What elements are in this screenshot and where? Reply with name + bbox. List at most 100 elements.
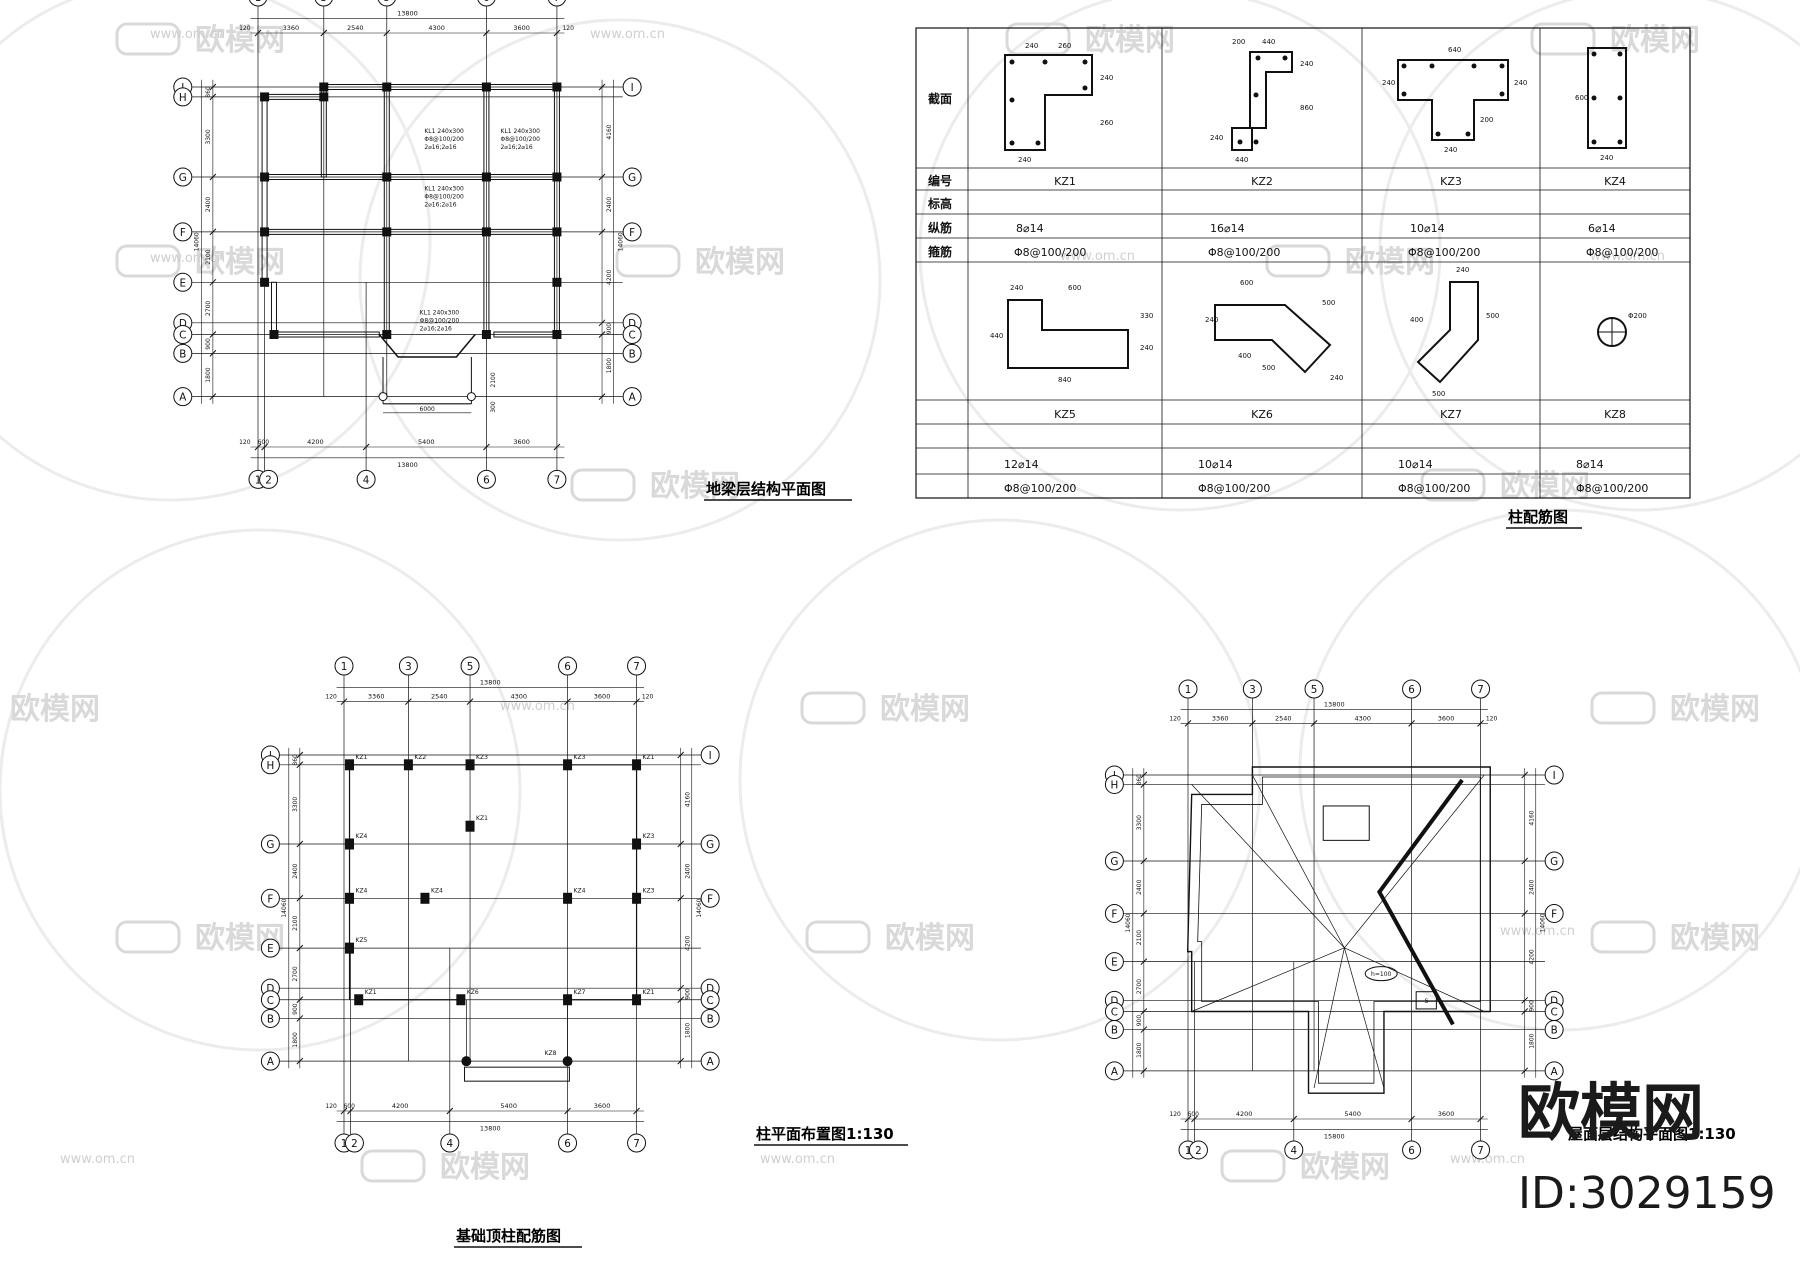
axis-label: 5 xyxy=(383,0,390,4)
dim-tick xyxy=(598,83,606,91)
axis-bubble-bottom xyxy=(558,1133,578,1153)
watermark-text: 欧模网 xyxy=(885,921,975,956)
roof-plan-title: 屋面层结构平面图1:130 xyxy=(1568,1125,1736,1143)
watermark-ring xyxy=(0,528,522,1052)
dim-tick xyxy=(553,443,561,451)
dim-text: 200 xyxy=(1232,38,1245,46)
watermark-text: 欧模网 xyxy=(195,23,285,58)
dim-tick xyxy=(261,443,268,451)
axis-label: 6 xyxy=(483,0,490,4)
axis-bubble-right xyxy=(700,1008,720,1028)
column xyxy=(319,92,329,102)
axis-label: 4 xyxy=(363,474,370,486)
axis-label: A xyxy=(267,1056,274,1068)
watermark-text: 欧模网 xyxy=(1085,23,1175,58)
column xyxy=(632,994,642,1006)
stirrup: Φ8@100/200 xyxy=(1408,246,1480,259)
dim-text: 240 xyxy=(1018,156,1031,164)
watermark-url: www.om.cn xyxy=(1500,924,1575,939)
rebar-dot xyxy=(1282,55,1288,61)
dim-text: 4300 xyxy=(1355,714,1372,722)
column-tag: KZ8 xyxy=(545,1050,557,1057)
axis-label: F xyxy=(707,893,713,905)
dim-tick xyxy=(677,984,685,992)
dim-tick xyxy=(296,1015,304,1022)
column xyxy=(456,994,466,1006)
beam-note: KL1 240x300 xyxy=(420,310,460,317)
axis-bubble-left xyxy=(1104,1020,1124,1040)
column xyxy=(260,277,270,287)
watermark-text: 欧模网 xyxy=(1300,1150,1390,1185)
axis-bubble-left xyxy=(173,222,193,242)
axis-bubble-bottom xyxy=(627,1133,647,1153)
dim-tick xyxy=(1140,958,1148,965)
beam-note: 2⌀16;2⌀16 xyxy=(420,326,452,333)
dim-tick xyxy=(362,443,370,451)
column xyxy=(403,759,413,771)
column xyxy=(465,820,475,832)
dim-tick xyxy=(340,698,348,705)
dim-text: 3600 xyxy=(1438,1110,1455,1118)
watermark-text: 欧模网 xyxy=(440,1150,530,1185)
dim-tick xyxy=(254,443,262,451)
watermark-sofa-icon xyxy=(115,22,181,56)
dim-tick xyxy=(677,894,685,902)
dim-tick xyxy=(483,443,490,451)
watermark-text: 欧模网 xyxy=(10,692,100,727)
dim-tick xyxy=(1521,996,1529,1004)
dim-tick xyxy=(340,1107,348,1115)
beam-note: Φ8@100/200 xyxy=(501,136,541,143)
axis-bubble-right xyxy=(1544,765,1564,785)
dim-tick xyxy=(320,29,328,37)
axis-label: B xyxy=(1111,1025,1118,1037)
dim-text: 600 xyxy=(1240,279,1253,287)
dim-tick xyxy=(296,840,304,848)
dim-text: 4300 xyxy=(511,693,528,701)
rebar-dot xyxy=(1082,59,1088,65)
dim-tick xyxy=(296,996,304,1004)
axis-label: G xyxy=(179,172,187,184)
axis-label: I xyxy=(631,82,634,94)
axis-bubble-left xyxy=(260,1051,280,1071)
dim-tick xyxy=(1521,910,1529,917)
axis-label: G xyxy=(1110,856,1118,868)
axis-label: E xyxy=(180,277,187,289)
column-tag: KZ1 xyxy=(643,989,655,996)
axis-bubble-top xyxy=(460,656,480,676)
dim-text: 500 xyxy=(1486,312,1499,320)
axis-label: E xyxy=(1111,957,1118,969)
dim-text: 13800 xyxy=(480,678,501,686)
column-tag: KZ1 xyxy=(365,989,377,996)
rebar-dot xyxy=(1591,95,1597,101)
dim-text: 900 xyxy=(205,338,212,350)
dim-text: 900 xyxy=(606,323,613,335)
watermark-sofa-icon xyxy=(805,920,871,954)
column-tag: KZ1 xyxy=(643,754,655,761)
axis-label: 6 xyxy=(1408,1145,1415,1157)
dim-text: 14060 xyxy=(281,898,288,917)
dim-tick xyxy=(209,228,217,236)
axis-label: 1 xyxy=(341,661,348,673)
axis-bubble-bottom xyxy=(1402,1140,1422,1160)
axis-bubble-bottom xyxy=(476,469,496,489)
column xyxy=(632,759,642,771)
dim-text: 240 xyxy=(1456,266,1469,274)
column xyxy=(269,330,279,339)
dim-tick xyxy=(633,698,640,705)
axis-label: A xyxy=(629,392,636,404)
axis-bubble-left xyxy=(260,1008,280,1028)
axis-bubble-right xyxy=(1544,903,1564,923)
column xyxy=(382,172,392,182)
axis-bubble-right xyxy=(622,325,642,344)
axis-label: 3 xyxy=(1249,684,1256,696)
axis-bubble-left xyxy=(173,272,193,292)
axis-bubble-left xyxy=(260,938,280,958)
watermark-text: 欧模网 xyxy=(695,245,785,280)
column-tag: KZ3 xyxy=(643,887,655,894)
dim-tick xyxy=(1477,720,1484,727)
axis-bubble-right xyxy=(622,387,642,407)
axis-label: D xyxy=(266,983,274,995)
model-id: ID:3029159 xyxy=(1518,1168,1776,1219)
beam-note: KL1 240x300 xyxy=(501,128,541,135)
